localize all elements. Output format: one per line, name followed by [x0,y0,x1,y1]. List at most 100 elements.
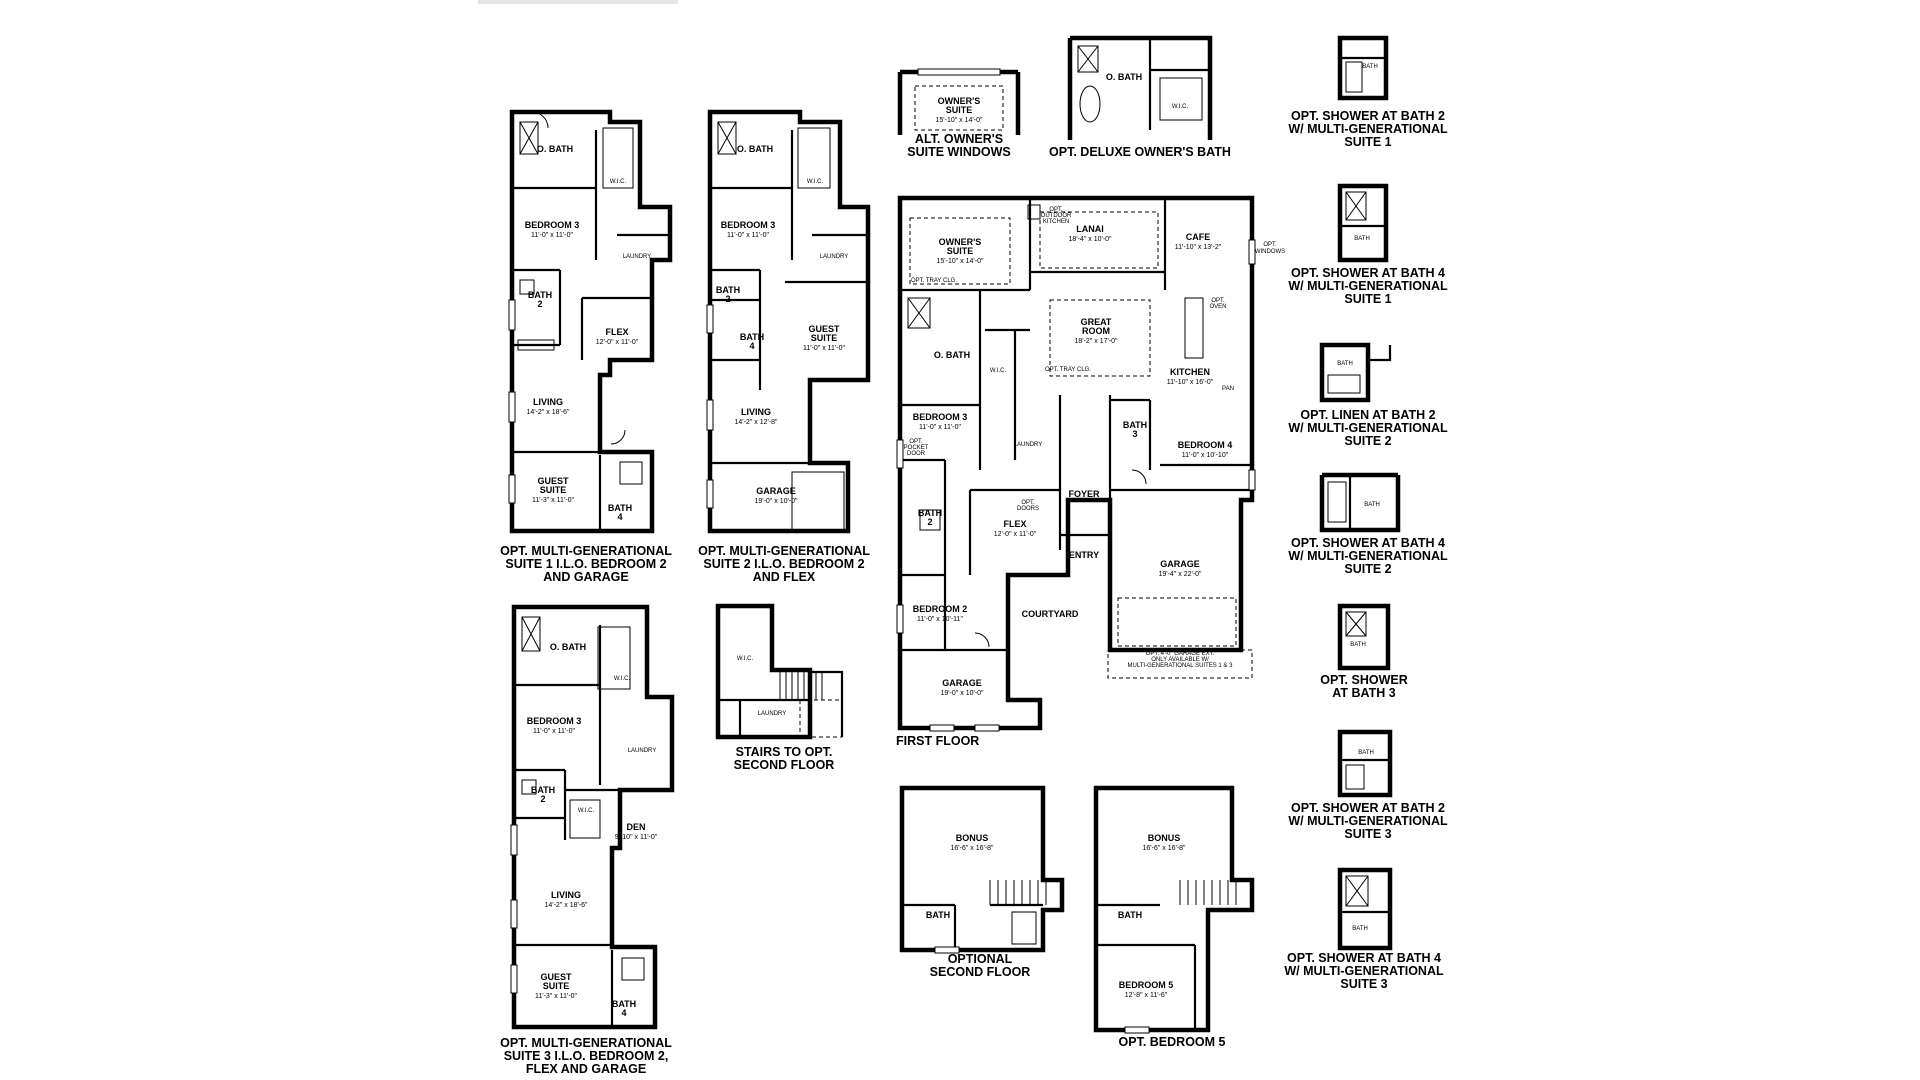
dim-kitchen: 11'-10" x 16'-0" [1167,379,1214,386]
label-opt-outdoor-1: OPT. [1049,207,1063,213]
dim-living-3: 14'-2" x 18'-6" [544,902,588,909]
label-guest-2: GUEST [808,324,840,334]
label-lanai: LANAI [1076,224,1104,234]
plan-multi-gen-suite-3: O. BATH W.I.C. BEDROOM 3 11'-0" x 11'-0"… [500,604,675,1076]
label-tray-owner: OPT. TRAY CLG. [911,278,957,284]
label-bath2-main: BATH [918,508,942,518]
label-garage-main: GARAGE [1160,559,1200,569]
dim-bedroom2-main: 11'-0" x 10'-11" [917,616,963,623]
label-bedroom3-2: BEDROOM 3 [721,220,776,230]
caption-suite2-line1: OPT. MULTI-GENERATIONAL [698,544,870,558]
caption-side4-line2: W/ MULTI-GENERATIONAL [1288,549,1448,563]
label-opt-outdoor-2: OUTDOOR [1041,213,1072,219]
plan-alt-owners-suite-windows: OWNER'S SUITE 15'-10" x 14'-0" ALT. OWNE… [897,68,1021,159]
label-owners-suite: SUITE [947,246,974,256]
label-bath2-b: 2 [537,299,542,309]
label-wic-stairs: W.I.C. [737,656,754,662]
label-oven: OVEN [1209,304,1226,310]
label-bedroom3-3: BEDROOM 3 [527,716,582,726]
dim-bedroom5: 12'-8" x 11'-6" [1125,992,1168,999]
label-guest: GUEST [537,476,569,486]
caption-side5-line2: AT BATH 3 [1332,686,1395,700]
label-bath-thumb7: BATH [1352,926,1368,932]
label-living-2: LIVING [741,407,771,417]
label-bath2-s3-n: 2 [540,794,545,804]
dim-bedroom3: 11'-0" x 11'-0" [531,232,574,239]
stair-treads-bed5 [1179,880,1237,905]
stair-treads-bonus [989,880,1047,905]
caption-side7-line1: OPT. SHOWER AT BATH 4 [1287,951,1441,965]
label-suite-3: SUITE [543,981,570,991]
label-pan: PAN [1222,386,1234,392]
caption-side3-line3: SUITE 2 [1344,434,1391,448]
label-tray-great: OPT. TRAY CLG. [1045,367,1091,373]
label-bath-bonus: BATH [926,910,950,920]
label-obath-main: O. BATH [934,350,970,360]
dim-garage-small: 19'-0" x 10'-0" [940,690,984,697]
label-bath4-s3-n: 4 [621,1008,626,1018]
label-bedroom3: BEDROOM 3 [525,220,580,230]
label-bedroom3-main: BEDROOM 3 [913,412,968,422]
option-shower-bath2-suite1: BATH OPT. SHOWER AT BATH 2 W/ MULTI-GENE… [1288,35,1448,149]
dim-living-2: 14'-2" x 12'-8" [734,419,778,426]
label-bath-thumb3: BATH [1337,361,1353,367]
label-bath2-main-n: 2 [927,517,932,527]
label-wic-deluxe: W.I.C. [1172,104,1189,110]
label-garage-2: GARAGE [756,486,796,496]
label-owners-alt: OWNER'S [938,96,981,106]
label-cafe: CAFE [1186,232,1211,242]
caption-alt-owner-line1: ALT. OWNER'S [915,132,1003,146]
dim-bonus-2: 16'-6" x 16'-8" [1142,845,1186,852]
label-obath-3: O. BATH [550,642,586,652]
label-obath: O. BATH [537,144,573,154]
label-opt-outdoor-3: KITCHEN [1043,219,1069,225]
label-bedroom5: BEDROOM 5 [1119,980,1174,990]
caption-side1-line2: W/ MULTI-GENERATIONAL [1288,122,1448,136]
caption-side1-line3: SUITE 1 [1344,135,1391,149]
caption-suite3-line2: SUITE 3 I.L.O. BEDROOM 2, [504,1049,669,1063]
label-living-3: LIVING [551,890,581,900]
label-opt-oven: OPT. [1211,298,1225,304]
label-bath2-s2-n: 2 [725,294,730,304]
label-flex-main: FLEX [1003,519,1026,529]
label-entry: ENTRY [1069,550,1099,560]
caption-side6-line2: W/ MULTI-GENERATIONAL [1288,814,1448,828]
caption-side7-line3: SUITE 3 [1340,977,1387,991]
label-ext-3: MULTI-GENERATIONAL SUITES 1 & 3 [1128,663,1234,669]
label-wic-3b: W.I.C. [578,808,595,814]
dim-bedroom4: 11'-0" x 10'-10" [1182,452,1229,459]
dim-bedroom3-main: 11'-0" x 11'-0" [919,424,962,431]
label-great-room: ROOM [1082,326,1110,336]
label-laundry: LAUNDRY [623,254,652,260]
label-bath4-b: 4 [617,512,622,522]
dim-great: 18'-2" x 17'-0" [1074,338,1118,345]
top-edge-strip [478,0,678,4]
label-laundry-3: LAUNDRY [628,748,657,754]
label-bath-thumb5: BATH [1350,642,1366,648]
dim-lanai: 18'-4" x 10'-0" [1068,236,1112,243]
label-garage-small: GARAGE [942,678,982,688]
dim-guest: 11'-3" x 11'-0" [532,497,575,504]
caption-side4-line1: OPT. SHOWER AT BATH 4 [1291,536,1445,550]
label-bath3: BATH [1123,420,1147,430]
caption-suite1-line1: OPT. MULTI-GENERATIONAL [500,544,672,558]
label-laundry-main: LAUNDRY [1014,442,1043,448]
label-bath2-s3: BATH [531,785,555,795]
label-living: LIVING [533,397,563,407]
label-flex: FLEX [605,327,628,337]
dim-guest-3: 11'-3" x 11'-0" [535,993,578,1000]
dim-bonus: 16'-6" x 16'-8" [950,845,994,852]
label-bath4-s2-n: 4 [749,341,754,351]
label-opt-windows-2: WINDOWS [1255,249,1285,255]
label-bath-bed5: BATH [1118,910,1142,920]
dim-owners: 15'-10" x 14'-0" [937,258,984,265]
caption-suite1-line2: SUITE 1 I.L.O. BEDROOM 2 [505,557,666,571]
label-bath2-a: BATH [528,290,552,300]
label-bath2-s2: BATH [716,285,740,295]
dim-bedroom3-3: 11'-0" x 11'-0" [533,728,576,735]
label-bath3-n: 3 [1132,429,1137,439]
label-bonus: BONUS [956,833,989,843]
plan-multi-gen-suite-2: O. BATH W.I.C. BEDROOM 3 11'-0" x 11'-0"… [698,109,871,584]
caption-side6-line1: OPT. SHOWER AT BATH 2 [1291,801,1445,815]
label-wic-main: W.I.C. [990,368,1007,374]
